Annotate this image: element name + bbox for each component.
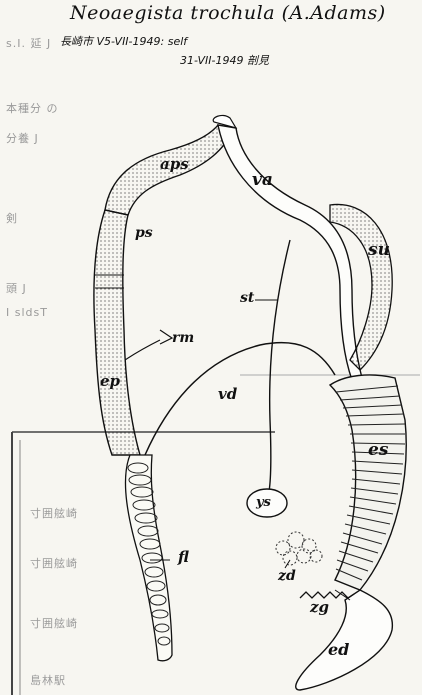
flagellum-coil [125,455,172,661]
label-rm: rm [172,330,194,346]
epiphallus-organ [94,210,140,455]
prostate-spiral-organ [330,375,406,590]
label-ep: ep [100,372,120,390]
label-fl: fl [178,548,189,566]
label-st: st [240,290,254,306]
collection-note: 長崎市 V5-VII-1949: self [60,33,187,49]
vagina-organ [218,125,362,380]
label-ys: ys [256,495,271,510]
label-vd: vd [218,385,237,403]
vas-deferens [145,343,335,455]
dissection-note: 31-VII-1949 剖見 [180,52,269,68]
label-aps: aps [160,155,189,173]
lobed-cluster [276,532,322,565]
label-zd: zd [278,568,296,584]
zg-leader [335,590,350,600]
retractor-muscle [125,340,160,360]
label-zg: zg [310,598,329,616]
label-ps: ps [135,225,153,241]
label-es: es [368,440,388,460]
species-title: Neoaegista trochula (A.Adams) [70,2,386,24]
label-su: su [368,240,390,260]
label-va: va [252,170,273,190]
stalk-duct [268,240,290,495]
zd-leader [285,560,290,568]
label-ed: ed [328,640,349,659]
